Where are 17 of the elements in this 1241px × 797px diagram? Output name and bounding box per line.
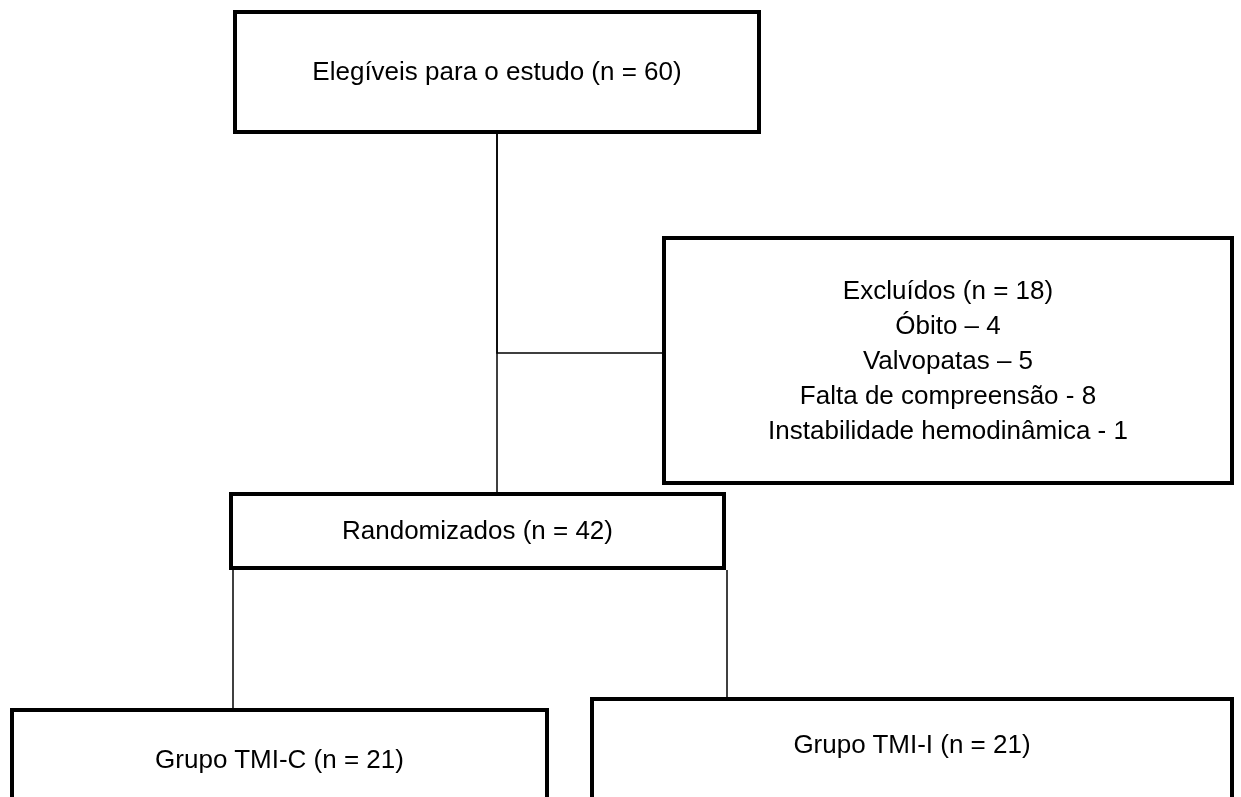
connector-line [496,133,498,493]
box-text: Valvopatas – 5 [862,343,1034,377]
connector-line [726,569,728,698]
box-text: Randomizados (n = 42) [342,514,613,548]
process-box [10,708,549,797]
process-box [590,697,1234,797]
box-text: Elegíveis para o estudo (n = 60) [312,55,682,89]
box-text: Falta de compreensão - 8 [799,379,1097,413]
box-text: Óbito – 4 [895,308,1001,342]
process-box [662,236,1234,485]
process-box [233,10,761,134]
box-text: Grupo TMI-I (n = 21) [793,728,1031,761]
box-text: Instabilidade hemodinâmica - 1 [768,414,1128,448]
box-text: Grupo TMI-C (n = 21) [155,743,404,776]
box-text: Excluídos (n = 18) [842,273,1054,307]
connector-line [232,569,234,709]
process-box [229,492,726,570]
